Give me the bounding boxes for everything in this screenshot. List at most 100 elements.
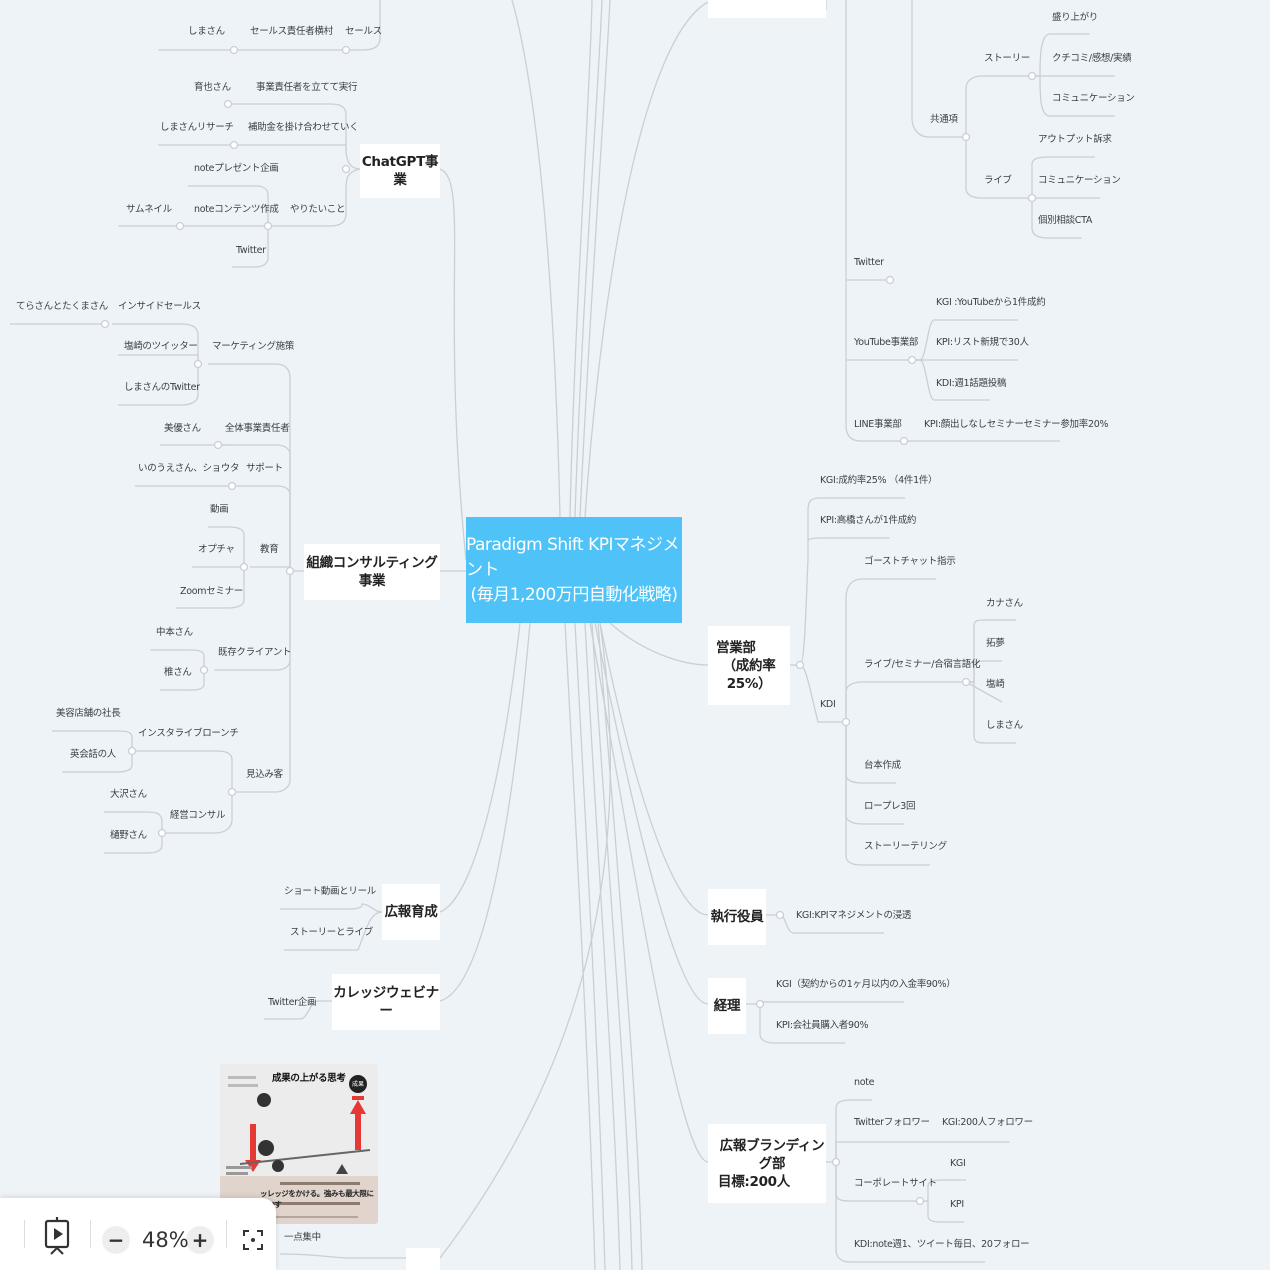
leaf-shima-research[interactable]: しまさんリサーチ	[160, 122, 234, 133]
leaf-insta[interactable]: インスタライブローンチ	[138, 728, 239, 739]
leaf-live-seminar[interactable]: ライブ/セミナー/合宿言語化	[864, 659, 981, 670]
leaf-storytelling[interactable]: ストーリーテリング	[864, 841, 947, 852]
presentation-button[interactable]	[42, 1216, 72, 1256]
leaf-roleplay[interactable]: ロープレ3回	[864, 801, 916, 812]
leaf-story-live[interactable]: ストーリーとライブ	[290, 927, 373, 938]
branch-chatgpt[interactable]: ChatGPT事業	[360, 144, 440, 198]
leaf-keiei[interactable]: 経営コンサル	[170, 810, 226, 821]
leaf-inoue[interactable]: いのうえさん、ショウタ	[138, 463, 240, 474]
leaf-twitter-follower[interactable]: Twitterフォロワー	[854, 1117, 930, 1128]
leaf-kdi-note[interactable]: KDI:note週1、ツイート毎日、20フォロー	[854, 1239, 1030, 1250]
leaf-note-contents[interactable]: noteコンテンツ作成	[194, 204, 279, 215]
leaf-hino[interactable]: 樋野さん	[110, 830, 147, 841]
leaf-kpi-right[interactable]: KPI	[950, 1199, 964, 1210]
leaf-kgi-seiyaku[interactable]: KGI:成約率25% （4件1件）	[820, 475, 938, 486]
leaf-kgi-youtube[interactable]: KGI :YouTubeから1件成約	[936, 297, 1046, 308]
branch-branding[interactable]: 広報ブランディング部 目標:200人	[708, 1124, 826, 1203]
leaf-douga[interactable]: 動画	[210, 504, 229, 515]
leaf-ikusan[interactable]: 育也さん	[194, 82, 231, 93]
leaf-hojokin[interactable]: 補助金を掛け合わせていく	[248, 122, 359, 133]
leaf-kdi[interactable]: KDI	[820, 699, 836, 710]
leaf-nakamoto[interactable]: 中本さん	[156, 627, 193, 638]
fit-screen-button[interactable]	[242, 1228, 264, 1252]
leaf-miyu[interactable]: 美優さん	[164, 423, 201, 434]
branch-branding-line2: 目標:200人	[718, 1173, 790, 1190]
leaf-mikomi[interactable]: 見込み客	[246, 769, 283, 780]
leaf-itten[interactable]: 一点集中	[284, 1232, 321, 1243]
top-center-node[interactable]	[708, 0, 826, 18]
leaf-kuchikomi[interactable]: クチコミ/感想/実績	[1052, 53, 1132, 64]
leaf-shimasan-top[interactable]: しまさん	[188, 26, 225, 37]
leaf-kgi-200[interactable]: KGI:200人フォロワー	[942, 1117, 1033, 1128]
leaf-sales-lead[interactable]: セールス責任者横村	[250, 26, 333, 37]
leaf-kpi-line[interactable]: KPI:顔出しなしセミナーセミナー参加率20%	[924, 419, 1109, 430]
central-topic[interactable]: Paradigm Shift KPIマネジメント (毎月1,200万円自動化戦略…	[466, 517, 682, 623]
leaf-twitter-right[interactable]: Twitter	[854, 257, 884, 268]
branch-koho-ikusei[interactable]: 広報育成	[382, 884, 440, 940]
branch-eigyo[interactable]: 営業部 （成約率25%）	[708, 626, 790, 705]
leaf-kgi-right[interactable]: KGI	[950, 1158, 966, 1169]
leaf-kgi-shintou[interactable]: KGI:KPIマネジメントの浸透	[796, 910, 912, 921]
leaf-kyoiku[interactable]: 教育	[260, 544, 279, 555]
leaf-twitter-left[interactable]: Twitter	[236, 245, 266, 256]
leaf-comm2[interactable]: コミュニケーション	[1038, 175, 1121, 186]
leaf-thumbnail[interactable]: サムネイル	[126, 204, 172, 215]
leaf-kyotsu[interactable]: 共通項	[930, 114, 958, 125]
leaf-kpi-kaiin[interactable]: KPI:会社員購入者90%	[776, 1020, 869, 1031]
leaf-youtube[interactable]: YouTube事業部	[854, 337, 919, 348]
leaf-zoom-seminar[interactable]: Zoomセミナー	[180, 586, 243, 597]
plus-icon: +	[191, 1228, 209, 1252]
fit-screen-icon	[243, 1230, 263, 1250]
leaf-terasan[interactable]: てらさんとたくまさん	[16, 301, 109, 312]
leaf-kison[interactable]: 既存クライアント	[218, 647, 292, 658]
leaf-story[interactable]: ストーリー	[984, 53, 1031, 64]
branch-keiri-label: 経理	[713, 998, 741, 1014]
leaf-shima-twitter[interactable]: しまさんのTwitter	[124, 382, 200, 393]
leaf-jigyo-sekinin[interactable]: 事業責任者を立てて実行	[256, 82, 358, 93]
leaf-kana[interactable]: カナさん	[986, 598, 1023, 609]
leaf-kpi-list[interactable]: KPI:リスト新規で30人	[936, 337, 1029, 348]
leaf-live[interactable]: ライブ	[984, 175, 1012, 186]
leaf-ghost[interactable]: ゴーストチャット指示	[864, 556, 956, 567]
leaf-eikaiwa[interactable]: 英会話の人	[70, 749, 117, 760]
leaf-kdi-week[interactable]: KDI:週1話題投稿	[936, 378, 1007, 389]
leaf-kpi-takahashi[interactable]: KPI:高橋さんが1件成約	[820, 515, 917, 526]
leaf-support[interactable]: サポート	[246, 463, 283, 474]
leaf-shii[interactable]: 椎さん	[164, 667, 192, 678]
leaf-comm1[interactable]: コミュニケーション	[1052, 93, 1135, 104]
leaf-daihon[interactable]: 台本作成	[864, 760, 901, 771]
leaf-zentai[interactable]: 全体事業責任者	[225, 423, 290, 434]
branch-shikko[interactable]: 執行役員	[708, 889, 766, 945]
branch-bottom-left[interactable]	[406, 1248, 440, 1270]
branch-keiri[interactable]: 経理	[708, 978, 746, 1034]
leaf-takumu[interactable]: 拓夢	[986, 638, 1005, 649]
branch-college-label: カレッジウェビナー	[333, 985, 439, 1019]
central-topic-line1: Paradigm Shift KPIマネジメント	[466, 534, 680, 580]
leaf-line[interactable]: LINE事業部	[854, 419, 902, 430]
zoom-out-button[interactable]: −	[102, 1226, 130, 1254]
leaf-tsukazaki[interactable]: 塩崎	[986, 679, 1005, 690]
leaf-kgi-nyukin[interactable]: KGI（契約からの1ヶ月以内の入金率90%）	[776, 979, 956, 990]
branch-college-webinar[interactable]: カレッジウェビナー	[332, 974, 440, 1030]
leaf-moriagari[interactable]: 盛り上がり	[1052, 12, 1099, 23]
leaf-yaritai[interactable]: やりたいこと	[290, 204, 346, 215]
leaf-biyou[interactable]: 美容店舗の社長	[56, 708, 121, 719]
leaf-shima-right[interactable]: しまさん	[986, 720, 1023, 731]
leaf-corporate-site[interactable]: コーポレートサイト	[854, 1178, 937, 1189]
leaf-note-present[interactable]: noteプレゼント企画	[194, 163, 279, 174]
leaf-sales[interactable]: セールス	[345, 26, 382, 37]
leaf-offer[interactable]: オプチャ	[198, 544, 235, 555]
zoom-in-button[interactable]: +	[186, 1226, 214, 1254]
leaf-note-right[interactable]: note	[854, 1077, 875, 1088]
leaf-twitter-kikaku[interactable]: Twitter企画	[268, 997, 317, 1008]
branch-org-consulting[interactable]: 組織コンサルティング事業	[304, 544, 440, 600]
leaf-marketing[interactable]: マーケティング施策	[212, 341, 295, 352]
leaf-osawa[interactable]: 大沢さん	[110, 789, 147, 800]
leaf-tsukazaki-twitter[interactable]: 塩崎のツイッター	[124, 341, 198, 352]
leaf-output[interactable]: アウトプット訴求	[1038, 134, 1112, 145]
leaf-inside-sales[interactable]: インサイドセールス	[118, 301, 201, 312]
leaf-kobetsu[interactable]: 個別相談CTA	[1038, 215, 1093, 226]
leaf-short-video[interactable]: ショート動画とリール	[284, 886, 377, 897]
